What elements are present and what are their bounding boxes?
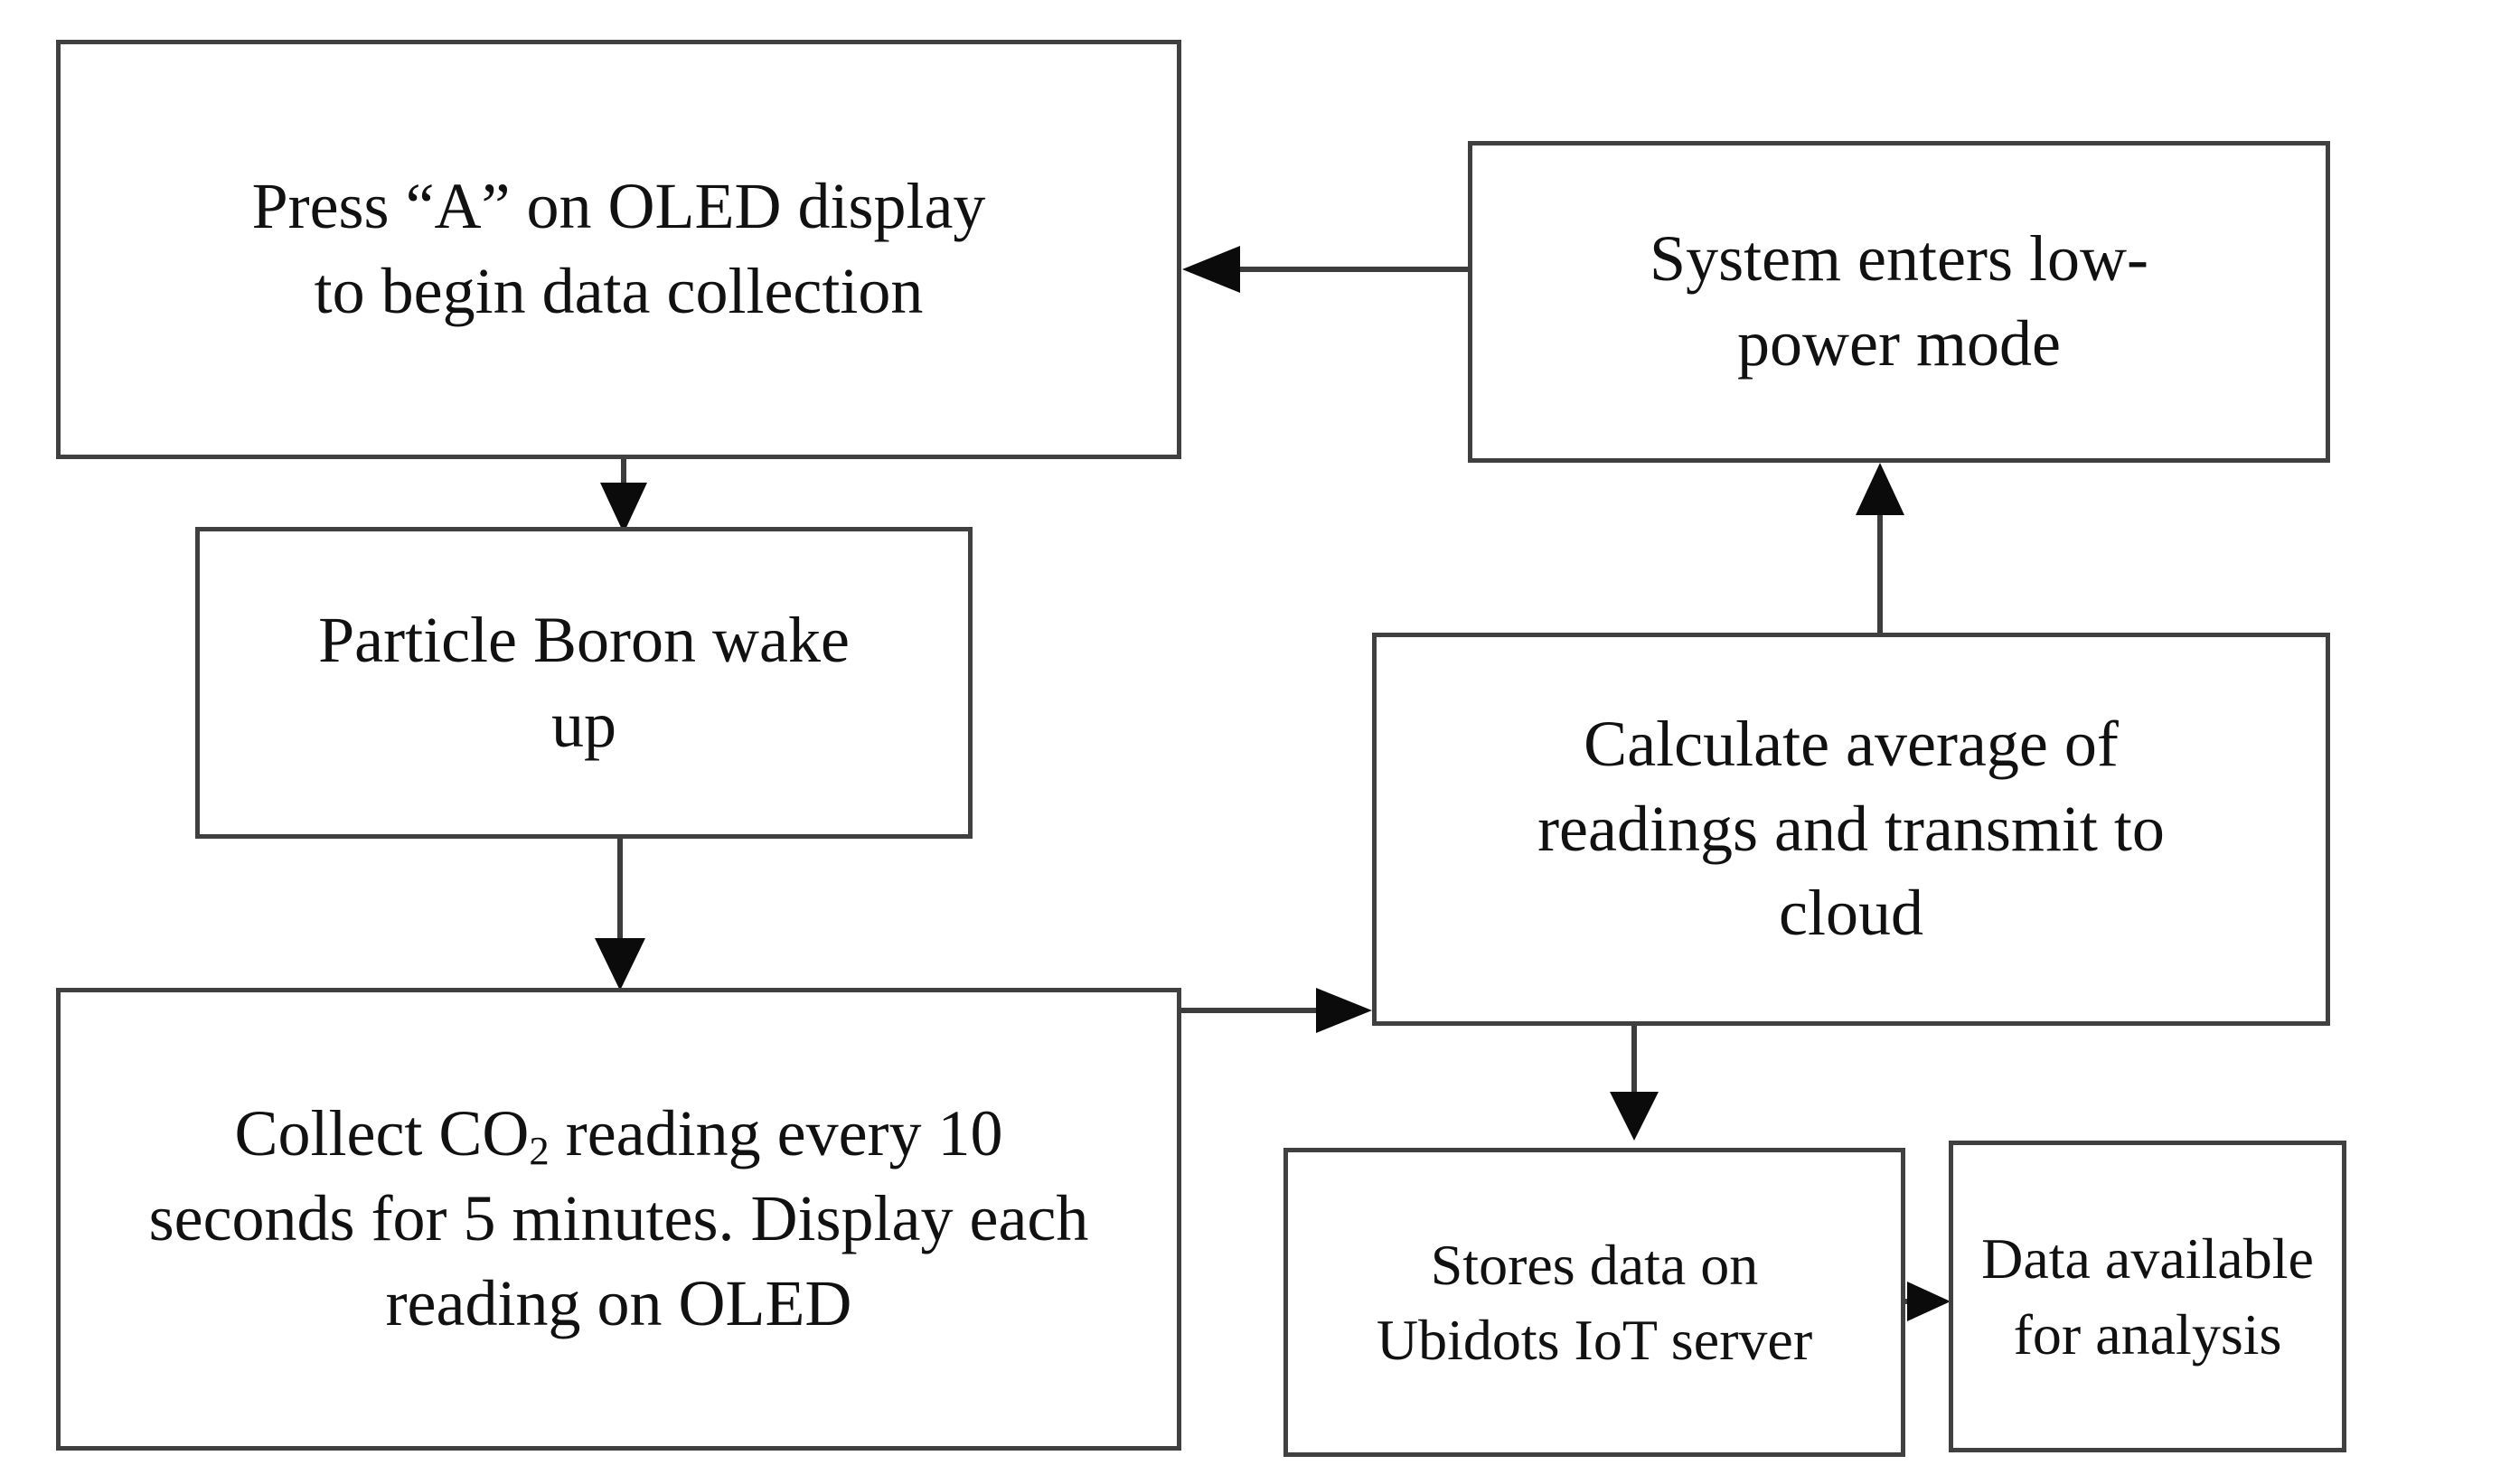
edge-calculate-to-stores-arrow bbox=[1610, 1026, 1659, 1141]
node-collect-line4: OLED bbox=[678, 1266, 852, 1339]
node-particle-boron-wake-up[interactable]: Particle Boron wake up bbox=[195, 527, 973, 839]
node-calculate-label: Calculate average of readings and transm… bbox=[1537, 708, 2165, 950]
node-lowpower-label: System enters low-power mode bbox=[1650, 222, 2148, 380]
node-collect-line1-pre: Collect CO bbox=[234, 1097, 530, 1170]
edge-calculate-to-lowpower-arrow bbox=[1856, 463, 1904, 633]
node-press-a-on-oled[interactable]: Press “A” on OLED display to begin data … bbox=[56, 40, 1181, 459]
node-analysis-label: Data available for analysis bbox=[1981, 1226, 2314, 1367]
edge-wakeup-to-collect-arrow bbox=[595, 839, 645, 991]
node-press-label: Press “A” on OLED display to begin data … bbox=[251, 170, 986, 327]
edge-press-to-wakeup-arrow bbox=[600, 459, 647, 533]
node-collect-line2: seconds for 5 minutes. bbox=[148, 1182, 735, 1255]
co2-subscript: 2 bbox=[529, 1128, 550, 1174]
node-stores-data-ubidots-iot-server[interactable]: Stores data on Ubidots IoT server bbox=[1283, 1148, 1905, 1457]
node-collect-co2-reading[interactable]: Collect CO2 reading every 10 seconds for… bbox=[56, 988, 1181, 1451]
node-system-enters-low-power-mode[interactable]: System enters low-power mode bbox=[1468, 141, 2330, 463]
node-collect-line1-post: reading every 10 bbox=[549, 1097, 1003, 1170]
node-data-available-for-analysis[interactable]: Data available for analysis bbox=[1949, 1141, 2346, 1452]
edge-lowpower-to-press-arrow bbox=[1182, 246, 1468, 293]
node-collect-label: Collect CO2 reading every 10 seconds for… bbox=[127, 1092, 1112, 1346]
node-calculate-average-transmit-cloud[interactable]: Calculate average of readings and transm… bbox=[1372, 633, 2330, 1026]
node-collect-line3: Display each reading on bbox=[385, 1182, 1089, 1339]
edge-collect-to-calculate-arrow bbox=[1181, 988, 1372, 1033]
node-stores-label: Stores data on Ubidots IoT server bbox=[1376, 1232, 1813, 1372]
node-wakeup-label: Particle Boron wake up bbox=[318, 603, 850, 761]
